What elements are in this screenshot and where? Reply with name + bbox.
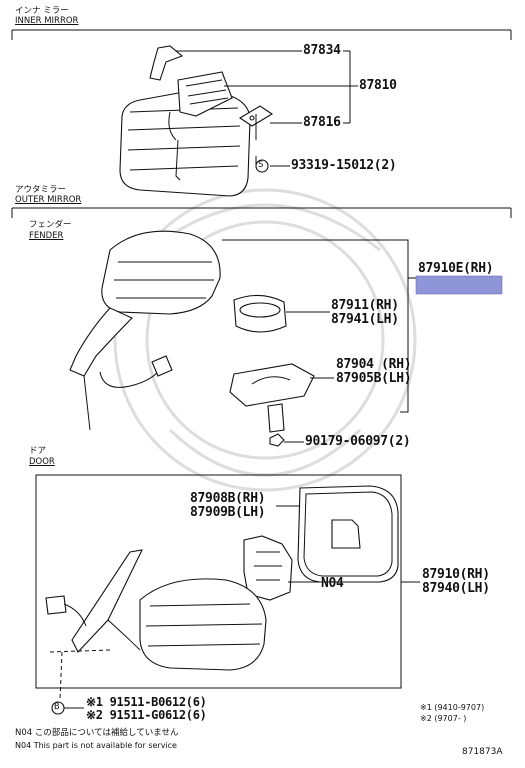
door-mirror-assembly xyxy=(45,485,399,701)
part-87911[interactable]: 87911(RH) xyxy=(331,298,399,313)
n04-note-jp: N04 この部品については補給していません xyxy=(15,728,179,738)
part-87810[interactable]: 87810 xyxy=(359,78,397,93)
symbol-b: B xyxy=(54,702,60,712)
outer-mirror-en-label: OUTER MIRROR xyxy=(15,195,82,205)
part-87941[interactable]: 87941(LH) xyxy=(331,312,399,327)
n04-note-en: N04 This part is not available for servi… xyxy=(15,741,177,750)
door-leaders xyxy=(51,505,420,715)
part-87910[interactable]: 87910(RH) xyxy=(422,567,490,582)
diagram-id: 871873A xyxy=(462,747,503,757)
part-87834[interactable]: 87834 xyxy=(303,43,341,58)
part-87940[interactable]: 87940(LH) xyxy=(422,581,490,596)
fender-jp-label: フェンダー xyxy=(29,220,72,230)
fender-mirror-assembly xyxy=(69,230,315,447)
part-87905b[interactable]: 87905B(LH) xyxy=(336,371,412,386)
part-91511-b0612[interactable]: ※1 91511-B0612(6) xyxy=(86,695,207,709)
door-en-label: DOOR xyxy=(29,457,55,467)
outer-mirror-bracket xyxy=(11,207,512,218)
part-87910e[interactable]: 87910E(RH) xyxy=(418,261,494,276)
part-87816[interactable]: 87816 xyxy=(303,115,341,130)
part-n04[interactable]: N04 xyxy=(321,576,344,591)
symbol-s-circle xyxy=(255,159,269,173)
fender-en-label: FENDER xyxy=(29,231,64,241)
part-90179-06097[interactable]: 90179-06097(2) xyxy=(305,434,411,449)
part-87904[interactable]: 87904 (RH) xyxy=(336,357,412,372)
part-91511-g0612[interactable]: ※2 91511-G0612(6) xyxy=(86,708,207,722)
date-range-note-2: ※2 (9707- ) xyxy=(420,714,467,723)
part-93319-15012[interactable]: 93319-15012(2) xyxy=(291,158,397,173)
mirror-stay-87810 xyxy=(177,71,233,117)
fender-leaders xyxy=(222,239,416,443)
actuator-n04 xyxy=(243,535,293,601)
date-range-note-1: ※1 (9410-9707) xyxy=(420,703,485,712)
part-highlight-box xyxy=(415,275,503,295)
bracket-87904 xyxy=(229,363,315,407)
part-87909b[interactable]: 87909B(LH) xyxy=(190,505,266,520)
symbol-s: S xyxy=(258,160,264,170)
inner-mirror-en-label: INNER MIRROR xyxy=(15,16,79,26)
outer-mirror-jp-label: アウタミラー xyxy=(15,185,67,195)
inner-mirror-jp-label: インナ ミラー xyxy=(15,6,69,16)
mirror-cover-87834 xyxy=(149,45,184,81)
inner-mirror-bracket xyxy=(11,29,512,40)
part-87908b[interactable]: 87908B(RH) xyxy=(190,491,266,506)
door-jp-label: ドア xyxy=(29,446,47,456)
inner-mirror-assembly xyxy=(119,45,274,197)
inner-leaders xyxy=(176,50,358,173)
